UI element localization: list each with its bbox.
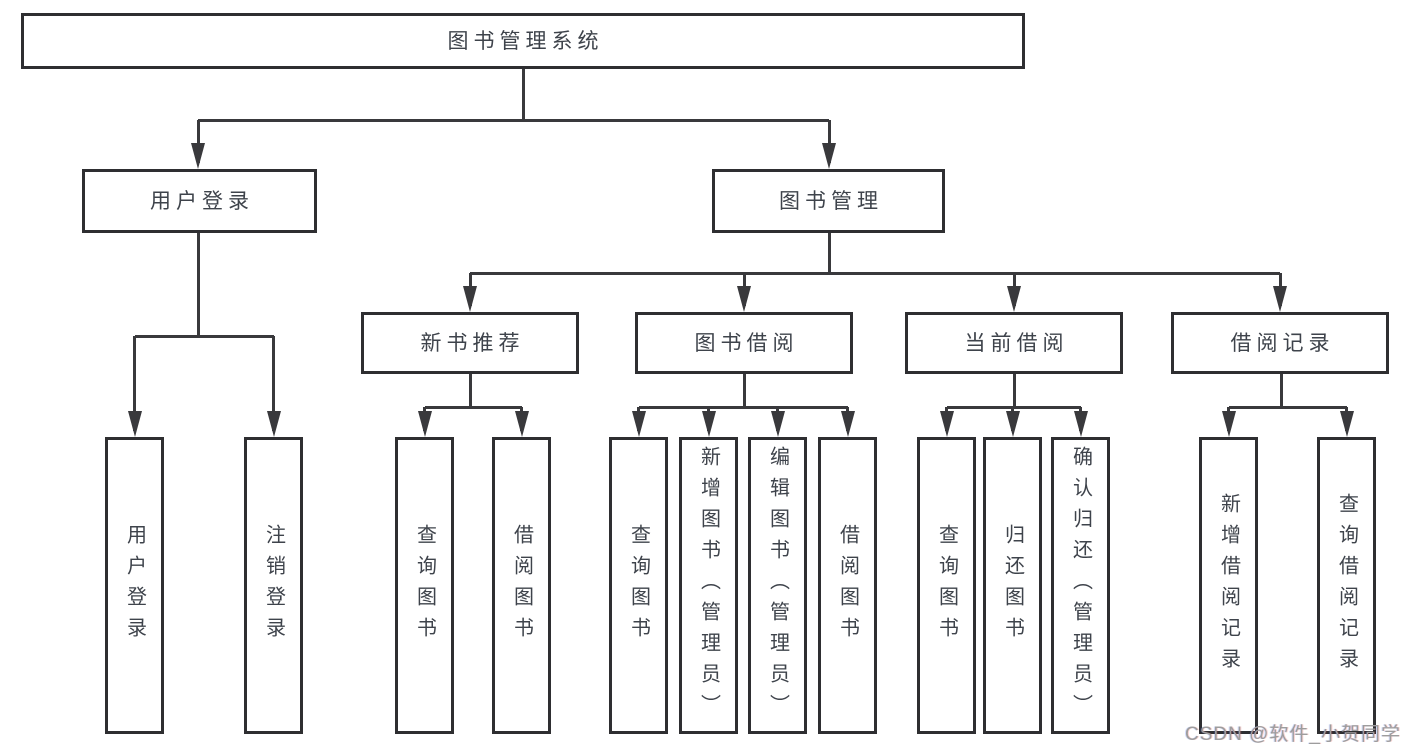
connector-arrowhead <box>840 411 855 437</box>
connector-bar <box>470 271 1280 275</box>
node-label: 借阅图书 <box>836 523 859 648</box>
connector-arrowhead <box>417 411 432 437</box>
connector-arrowhead <box>1221 411 1236 437</box>
node-label: 归还图书 <box>1001 523 1024 648</box>
connector-arrowhead <box>701 411 716 437</box>
node-label: 编辑图书（管理员） <box>766 446 789 725</box>
node-book-borrowing: 图书借阅 <box>635 312 853 374</box>
connector-stem <box>521 69 525 120</box>
node-borrow-records: 借阅记录 <box>1171 312 1389 374</box>
connector-arrowhead <box>822 143 836 169</box>
node-label: 借阅记录 <box>1230 331 1335 355</box>
node-label: 用户登录 <box>150 189 254 213</box>
connector-arrowhead <box>737 286 751 312</box>
connector-arrowhead <box>191 143 205 169</box>
node-label: 图书借阅 <box>694 331 799 355</box>
connector-arrowhead <box>266 411 281 437</box>
node-label: 新增借阅记录 <box>1217 492 1240 679</box>
node-label: 查询图书 <box>413 523 436 648</box>
leaf-user-login: 用户登录 <box>105 437 164 734</box>
leaf-query-books: 查询图书 <box>609 437 668 734</box>
node-user-login: 用户登录 <box>82 169 317 233</box>
node-label: 图书管理系统 <box>447 29 604 53</box>
node-label: 查询借阅记录 <box>1335 492 1358 679</box>
connector-arrowhead <box>770 411 785 437</box>
node-label: 用户登录 <box>123 523 146 648</box>
node-label: 借阅图书 <box>510 523 533 648</box>
node-new-book-recommend: 新书推荐 <box>361 312 579 374</box>
connector-arrowhead <box>1005 411 1020 437</box>
node-label: 图书管理 <box>779 189 883 213</box>
leaf-return-books: 归还图书 <box>983 437 1042 734</box>
connector-arrowhead <box>939 411 954 437</box>
node-label: 查询图书 <box>627 523 650 648</box>
connector-stem <box>1279 374 1283 407</box>
leaf-add-books-admin: 新增图书（管理员） <box>679 437 738 734</box>
connector-arrowhead <box>1007 286 1021 312</box>
leaf-edit-books-admin: 编辑图书（管理员） <box>748 437 807 734</box>
leaf-query-books: 查询图书 <box>395 437 454 734</box>
node-label: 确认归还（管理员） <box>1069 446 1092 725</box>
connector-arrow-line <box>827 120 831 163</box>
connector-bar <box>198 118 829 122</box>
connector-arrowhead <box>463 286 477 312</box>
connector-arrowhead <box>1273 286 1287 312</box>
leaf-add-borrow-record: 新增借阅记录 <box>1199 437 1258 734</box>
node-label: 当前借阅 <box>964 331 1069 355</box>
connector-arrowhead <box>631 411 646 437</box>
leaf-borrow-books: 借阅图书 <box>492 437 551 734</box>
connector-stem <box>196 233 200 336</box>
leaf-borrow-books: 借阅图书 <box>818 437 877 734</box>
node-current-borrowing: 当前借阅 <box>905 312 1123 374</box>
connector-arrowhead <box>127 411 142 437</box>
connector-stem <box>1012 374 1016 407</box>
node-label: 新增图书（管理员） <box>697 446 720 725</box>
connector-bar <box>424 405 522 409</box>
leaf-logout: 注销登录 <box>244 437 303 734</box>
connector-arrow-line <box>133 336 136 431</box>
connector-arrowhead <box>514 411 529 437</box>
connector-arrow-line <box>272 336 275 431</box>
node-book-management: 图书管理 <box>712 169 945 233</box>
connector-stem <box>468 374 472 407</box>
connector-arrow-line <box>196 120 200 163</box>
node-label: 注销登录 <box>262 523 285 648</box>
watermark-text: CSDN @软件_小贺同学 <box>1185 724 1401 745</box>
leaf-query-books: 查询图书 <box>917 437 976 734</box>
node-label: 查询图书 <box>935 523 958 648</box>
connector-arrowhead <box>1073 411 1088 437</box>
node-library-system: 图书管理系统 <box>21 13 1025 69</box>
connector-bar <box>638 405 848 409</box>
connector-stem <box>742 374 746 407</box>
leaf-query-borrow-record: 查询借阅记录 <box>1317 437 1376 734</box>
connector-stem <box>827 233 831 273</box>
connector-bar <box>1228 405 1347 409</box>
connector-arrowhead <box>1339 411 1354 437</box>
node-label: 新书推荐 <box>420 331 525 355</box>
leaf-confirm-return-admin: 确认归还（管理员） <box>1051 437 1110 734</box>
connector-bar <box>134 334 274 338</box>
